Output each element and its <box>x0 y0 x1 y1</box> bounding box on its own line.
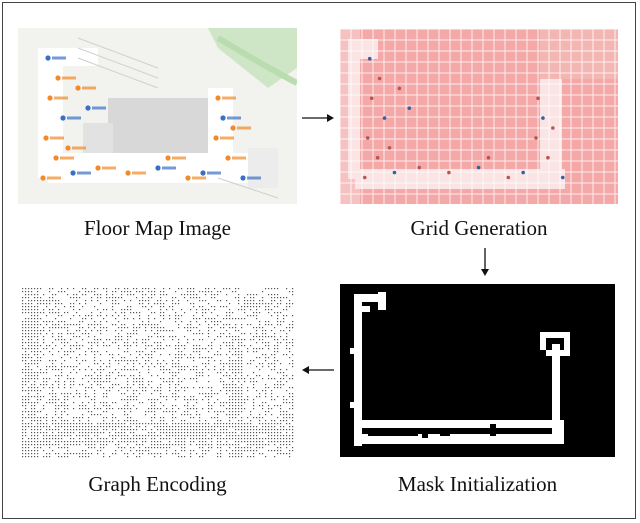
grid-generation-image <box>340 29 618 204</box>
floor-map-image <box>18 28 297 204</box>
mask-initialization-image <box>340 284 615 457</box>
step-label-mask-initialization: Mask Initialization <box>397 472 558 496</box>
step-label-floor-map: Floor Map Image <box>84 216 231 240</box>
arrow-left <box>302 366 334 374</box>
arrow-right <box>302 114 334 122</box>
figure-frame <box>2 2 636 519</box>
graph-encoding-image <box>18 284 296 460</box>
arrow-down <box>481 248 489 276</box>
step-label-grid-generation: Grid Generation <box>410 216 548 240</box>
step-label-graph-encoding: Graph Encoding <box>88 472 227 496</box>
